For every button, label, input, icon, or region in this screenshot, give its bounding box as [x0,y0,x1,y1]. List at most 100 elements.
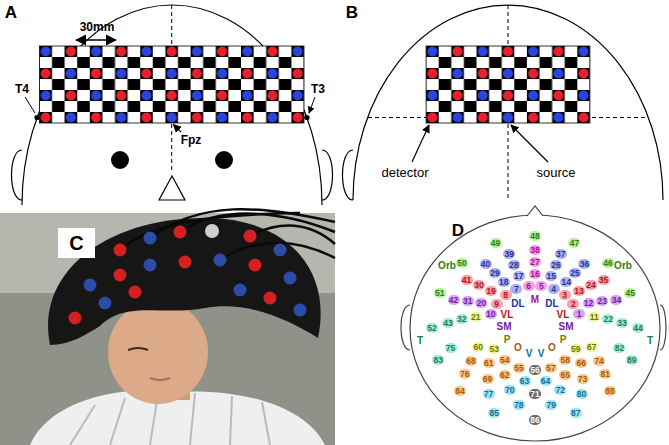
channel-number: 1 [573,309,585,319]
leader-arrow [412,125,429,162]
channel-number: 62 [499,370,511,380]
channel-number: 18 [498,277,510,287]
channel-number: 26 [550,260,562,270]
channel-number: 22 [602,314,614,324]
panel-letter: C [58,232,95,254]
annotation: Fpz [181,134,202,146]
channel-number: 70 [504,385,516,395]
channel-number: 14 [560,277,572,287]
channel-number: 24 [585,280,597,290]
head-outline [22,5,322,205]
channel-number: 6 [523,281,535,291]
ear [12,150,23,200]
optode [234,284,247,297]
channel-number: 13 [573,286,585,296]
channel-number: 41 [461,275,473,285]
region-label: SM [497,322,512,332]
probe-grid [426,46,590,123]
channel-number: 31 [462,296,474,306]
cable [120,213,300,250]
channel-number: 4 [548,284,560,294]
panel-label-box: C [58,228,95,258]
region-label: DL [511,299,524,309]
panel-b-drawing [343,5,664,200]
channel-number: 52 [426,323,438,333]
channel-number: 67 [586,342,598,352]
channel-number: 72 [554,385,566,395]
optode [179,256,192,269]
channel-number: 21 [470,312,482,322]
channel-number: 16 [529,269,541,279]
optode [99,297,112,310]
ear [660,305,666,350]
channel-number: 87 [570,408,582,418]
region-label: SM [559,322,574,332]
leader-line [25,97,35,113]
probe-cap [48,218,321,345]
channel-number: 25 [569,268,581,278]
channel-number: 71 [529,389,541,399]
channel-number: 42 [448,295,460,305]
optode [264,292,277,305]
ear [322,150,333,200]
panel-a-drawing [12,5,333,205]
optode [84,279,97,292]
channel-number: 86 [529,415,541,425]
annotation: T3 [311,83,325,95]
channel-number: 56 [529,365,541,375]
channel-number: 80 [576,389,588,399]
panel-letter: B [346,4,358,21]
optode [284,272,297,285]
panel-letter: A [5,4,17,21]
panel-d-drawing [401,206,666,441]
channel-number: 33 [616,318,628,328]
region-label: V [526,349,533,359]
channel-number: 84 [454,386,466,396]
region-label: Orb [438,261,456,271]
mouth [150,378,170,380]
channel-number: 44 [632,323,644,333]
channel-number: 55 [513,363,525,373]
channel-number: 3 [559,290,571,300]
channel-number: 12 [583,298,595,308]
channel-number: 29 [489,268,501,278]
nose [527,206,543,216]
channel-number: 23 [596,296,608,306]
channel-number: 30 [473,280,485,290]
optode [294,304,307,317]
channel-number: 66 [575,358,587,368]
optode [249,259,262,272]
channel-number: 10 [485,309,497,319]
channel-number: 58 [559,355,571,365]
optode [144,259,157,272]
optode [114,269,127,282]
channel-number: 38 [529,245,541,255]
channel-number: 82 [613,343,625,353]
region-label: P [504,335,511,345]
channel-number: 88 [604,386,616,396]
channel-number: 50 [456,258,468,268]
photo-illustration [0,209,335,445]
optode [274,244,287,257]
optode [129,286,142,299]
channel-number: 49 [490,238,502,248]
nose [159,176,185,200]
channel-number: 8 [500,290,512,300]
channel-number: 57 [545,363,557,373]
region-label: O [548,343,556,353]
ear [401,305,410,350]
panel-letter: D [452,222,464,239]
channel-number: 48 [529,231,541,241]
optode [174,226,187,239]
region-label: T [417,336,423,346]
region-label: VL [557,310,570,320]
leader-arrow [511,125,548,162]
channel-number: 15 [545,271,557,281]
channel-number: 60 [472,342,484,352]
channel-number: 9 [491,299,503,309]
channel-number: 53 [488,344,500,354]
probe-grid [39,46,304,123]
channel-number: 74 [593,356,605,366]
channel-number: 20 [475,298,487,308]
channel-number: 34 [610,295,622,305]
